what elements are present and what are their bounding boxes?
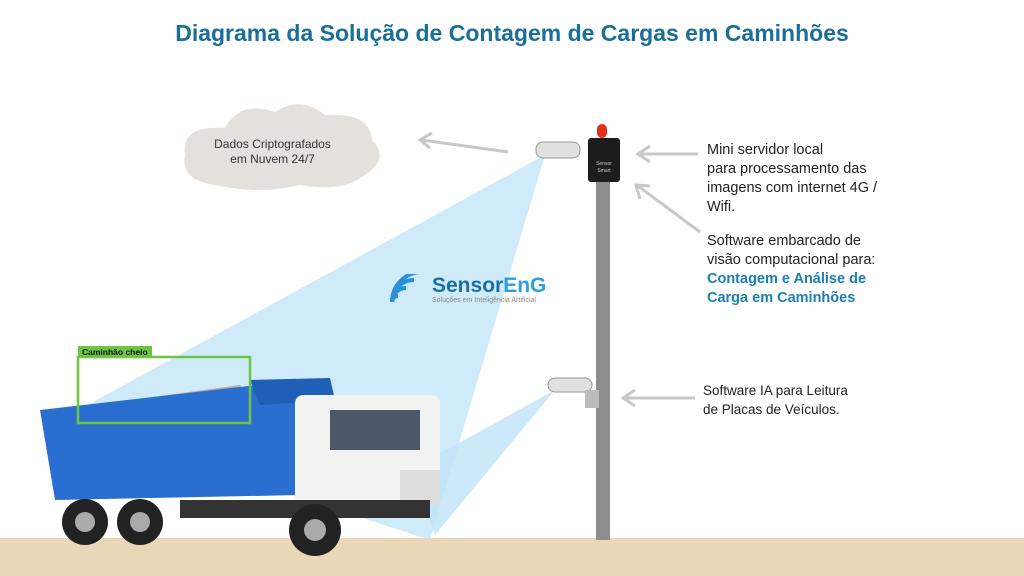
cloud-icon [184, 104, 380, 190]
camera-bottom [547, 377, 593, 393]
camera-top [535, 141, 581, 159]
wifi-signal-icon [390, 270, 423, 303]
svg-text:Smart: Smart [597, 168, 611, 174]
server-box [588, 138, 620, 182]
page-title: Diagrama da Solução de Contagem de Carga… [175, 20, 849, 46]
arrows [417, 131, 701, 408]
ground [0, 538, 1024, 576]
sensoreng-logo: SensorEnG Soluções em Inteligência Artif… [388, 270, 546, 309]
beacon-light [597, 124, 607, 138]
pole [596, 180, 610, 540]
camera-beam-bottom [410, 390, 555, 535]
detection-box [76, 355, 252, 425]
truck [40, 378, 440, 556]
svg-text:Sensor: Sensor [596, 161, 612, 167]
detection-label: Caminhão cheio [78, 346, 152, 358]
